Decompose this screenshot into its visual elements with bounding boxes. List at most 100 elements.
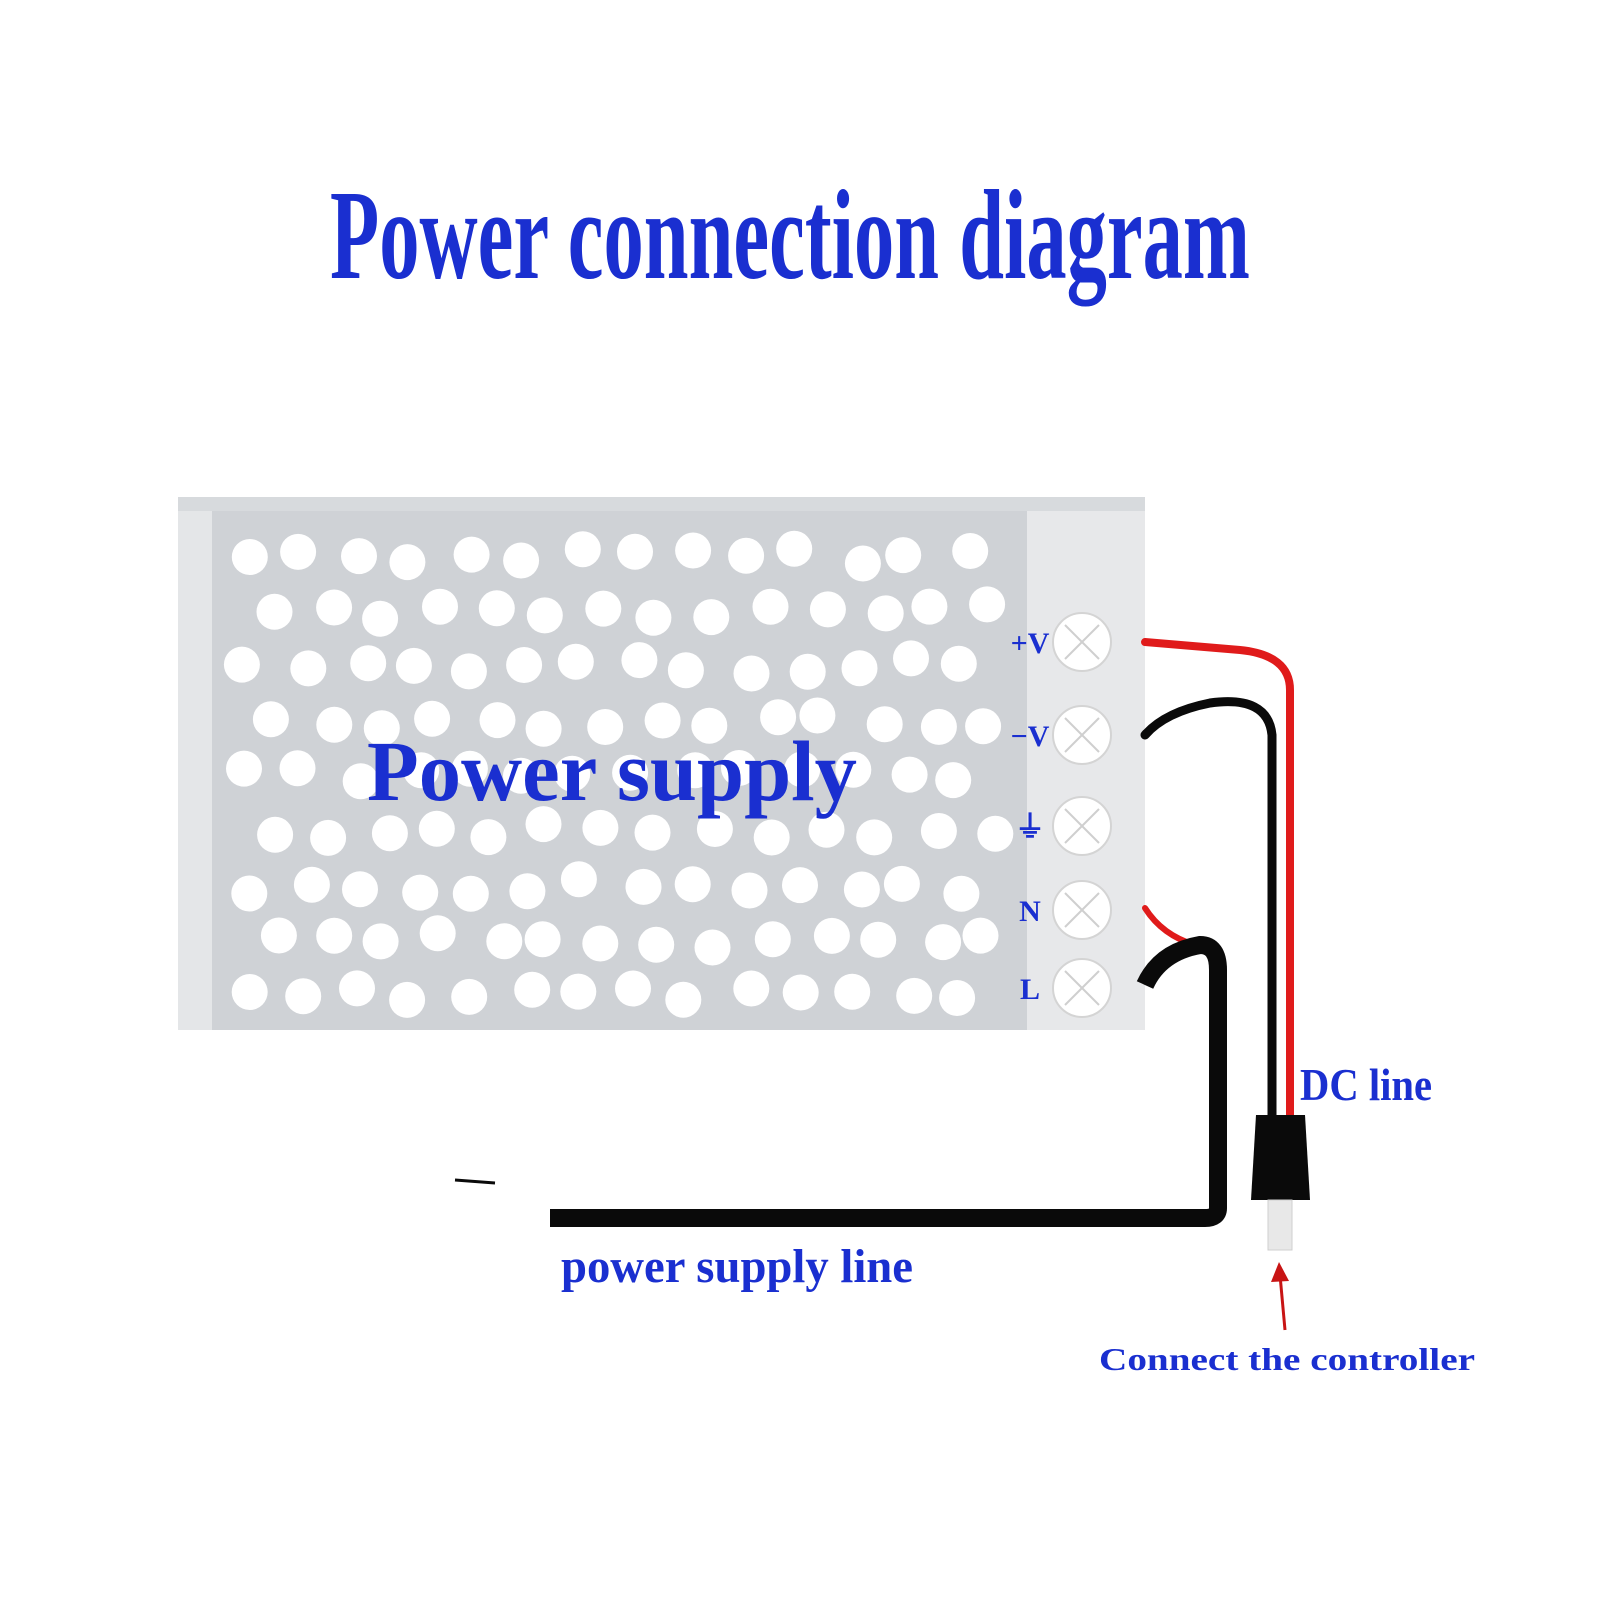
terminal-neutral: N: [1019, 880, 1112, 940]
screw-cross-icon: [1064, 624, 1100, 660]
vent-hole: [585, 590, 622, 627]
vent-hole: [789, 653, 826, 690]
vent-hole: [342, 763, 379, 800]
vent-hole: [677, 752, 714, 789]
vent-hole: [731, 872, 768, 909]
vent-hole: [402, 874, 439, 911]
vent-hole: [693, 599, 730, 636]
vent-hole: [395, 647, 432, 684]
vent-hole: [341, 538, 377, 575]
vent-hole: [310, 819, 347, 856]
vent-hole: [784, 751, 821, 788]
screw-cross-icon: [1064, 892, 1100, 928]
vent-hole: [615, 970, 651, 1007]
wires: [454, 638, 1310, 1251]
vent-hole: [280, 533, 317, 570]
vent-hole: [506, 647, 543, 683]
vent-hole: [564, 531, 601, 568]
vent-hole: [560, 973, 597, 1010]
vent-hole: [753, 819, 790, 856]
vent-hole: [503, 542, 540, 579]
vent-hole: [799, 697, 836, 734]
vent-hole: [371, 815, 408, 852]
terminal-block: +V −V ⏚ NL: [1011, 612, 1112, 1018]
vent-hole: [860, 921, 897, 958]
vent-hole: [809, 591, 846, 628]
vent-hole: [557, 643, 594, 680]
vent-hole: [883, 865, 920, 902]
vent-hole: [285, 978, 322, 1015]
vent-hole: [867, 595, 904, 632]
vent-hole: [339, 970, 375, 1007]
vent-hole: [935, 762, 972, 799]
vent-hole: [478, 590, 515, 627]
vent-hole: [587, 709, 624, 745]
vent-hole: [721, 750, 757, 786]
vent-hole: [231, 539, 268, 575]
vent-hole: [674, 866, 711, 903]
vent-hole: [808, 811, 845, 848]
vent-hole: [844, 545, 881, 582]
vent-hole: [965, 708, 1002, 745]
vent-hole: [509, 873, 546, 910]
vent-hole: [260, 917, 297, 954]
screw-cross-icon: [1064, 808, 1100, 844]
vent-hole: [841, 650, 878, 687]
vent-hole: [316, 706, 353, 743]
vent-hole: [969, 586, 1006, 623]
terminal-label: N: [1019, 895, 1041, 928]
vent-hole: [625, 868, 662, 905]
dc-connector-pin: [1267, 1199, 1293, 1251]
vent-hole: [486, 923, 523, 960]
vent-hole: [621, 642, 658, 679]
terminal-minus-v: −V: [1011, 705, 1112, 765]
controller-arrow: [1271, 1262, 1289, 1331]
screw-cross-icon: [1064, 970, 1100, 1006]
arrow-head-icon: [1271, 1262, 1289, 1282]
page-title: Power connection diagram: [330, 164, 1250, 306]
vent-hole: [503, 757, 539, 794]
vent-hole: [363, 710, 400, 747]
vent-hole: [813, 917, 850, 954]
vent-hole: [453, 536, 490, 573]
vent-hole: [885, 537, 922, 574]
power-supply-label: Power supply: [367, 723, 857, 819]
vent-hole: [834, 973, 871, 1010]
vent-hole: [776, 530, 813, 567]
vent-hole: [733, 970, 770, 1007]
power-supply-unit: Power supply +V −V ⏚ NL: [178, 497, 1145, 1030]
vent-hole: [891, 756, 928, 793]
vent-hole: [691, 707, 728, 744]
vent-hole: [290, 650, 327, 687]
vent-hole: [582, 809, 619, 846]
connect-controller-label: Connect the controller: [1099, 1341, 1475, 1377]
vent-hole: [752, 588, 789, 625]
vent-hole: [514, 971, 551, 1008]
vent-hole: [893, 640, 929, 677]
vent-hole: [525, 710, 562, 747]
vent-hole: [389, 544, 426, 581]
vent-hole: [279, 750, 316, 787]
terminal-line: L: [1020, 958, 1112, 1018]
vent-hole: [675, 532, 712, 569]
vent-hole: [451, 978, 488, 1015]
dc-red-wire: [1141, 638, 1294, 1119]
vent-hole: [257, 816, 294, 853]
vent-hole: [452, 875, 489, 912]
vent-hole: [754, 921, 791, 958]
vent-hole: [403, 752, 440, 789]
power-supply-line-label: power supply line: [561, 1240, 913, 1293]
vent-hole: [451, 750, 488, 787]
vent-hole: [524, 921, 561, 958]
vent-hole: [896, 977, 933, 1014]
vent-hole: [760, 699, 797, 736]
vent-hole: [252, 701, 289, 738]
terminal-label: ⏚: [1015, 811, 1045, 844]
vent-hole: [856, 819, 893, 856]
vent-hole: [733, 655, 770, 692]
dc-black-wire: [1140, 697, 1277, 1120]
terminal-plus-v: +V: [1011, 612, 1112, 672]
vent-hole: [782, 867, 818, 904]
